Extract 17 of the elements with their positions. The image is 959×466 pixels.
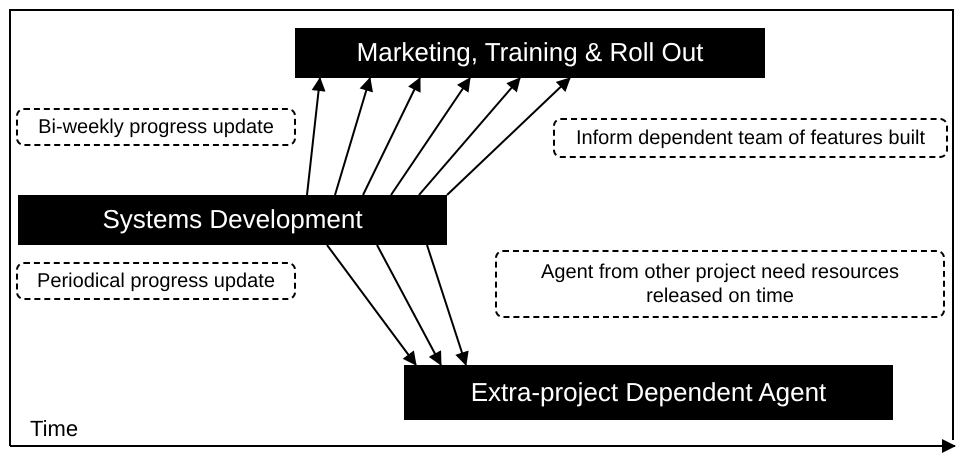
note-box: Inform dependent team of features built (553, 118, 948, 158)
arrow (418, 77, 521, 196)
arrow (426, 244, 469, 366)
note-box: Agent from other project need resources released on time (495, 250, 945, 318)
phase-box: Marketing, Training & Roll Out (295, 28, 765, 78)
arrow (334, 77, 373, 196)
arrow (376, 244, 442, 366)
note-box: Bi-weekly progress update (16, 108, 296, 146)
arrow (446, 77, 571, 196)
phase-box: Systems Development (18, 195, 447, 245)
arrow (390, 77, 471, 196)
arrow (306, 77, 326, 196)
arrow (362, 77, 421, 196)
phase-box: Extra-project Dependent Agent (404, 365, 893, 420)
axis-label: Time (30, 416, 78, 442)
arrow (326, 244, 417, 366)
note-box: Periodical progress update (16, 262, 296, 300)
